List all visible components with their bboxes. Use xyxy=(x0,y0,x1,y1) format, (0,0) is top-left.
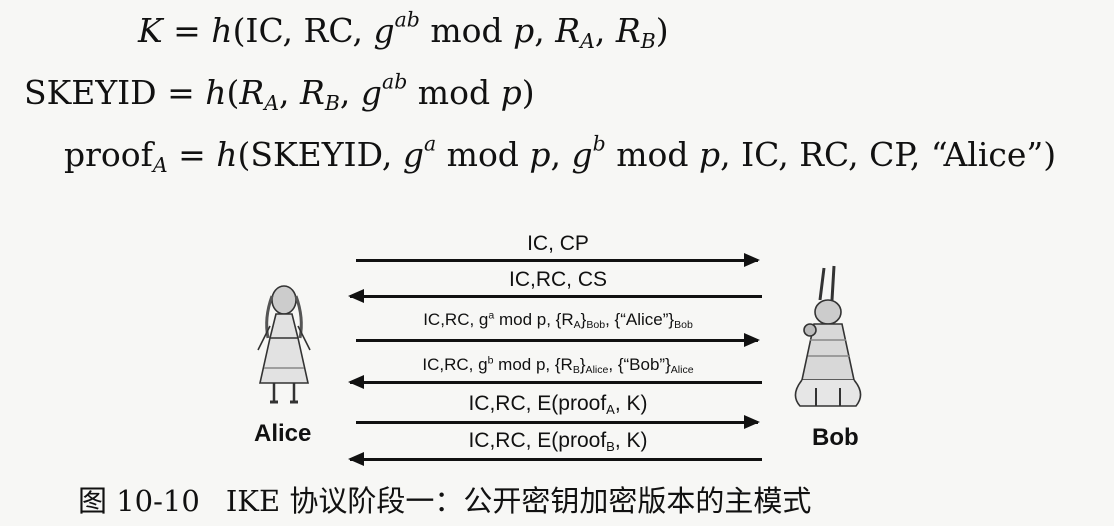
message-3-arrow xyxy=(356,333,760,347)
message-6-label: IC,RC, E(proofB, K) xyxy=(468,429,648,454)
message-1-arrow xyxy=(356,253,760,267)
message-5-arrow xyxy=(356,415,760,429)
message-2-arrow xyxy=(348,289,762,303)
message-3-label: IC,RC, ga mod p, {RA}Bob, {“Alice”}Bob xyxy=(423,309,693,332)
figure-caption: 图 10-10 IKE 协议阶段一：公开密钥加密版本的主模式 xyxy=(78,478,837,520)
caption-text: IKE 协议阶段一：公开密钥加密版本的主模式 xyxy=(225,484,812,518)
caption-number: 图 10-10 xyxy=(78,484,200,518)
alice-label: Alice xyxy=(254,420,312,447)
equation-skeyid: SKEYID = h(RA, RB, gab mod p) xyxy=(24,69,535,116)
equation-proof: proofA = h(SKEYID, ga mod p, gb mod p, I… xyxy=(64,131,1057,178)
message-2-label: IC,RC, CS xyxy=(508,268,607,291)
message-4-label: IC,RC, gb mod p, {RB}Alice, {“Bob”}Alice xyxy=(422,354,694,377)
equation-k: K = h(IC, RC, gab mod p, RA, RB) xyxy=(138,7,669,54)
message-5-label: IC,RC, E(proofA, K) xyxy=(468,392,648,417)
message-1-label: IC, CP xyxy=(527,232,589,255)
alice-illustration xyxy=(257,285,311,404)
bob-label: Bob xyxy=(812,424,859,451)
message-4-arrow xyxy=(348,375,762,389)
message-6-arrow xyxy=(348,452,762,466)
bob-illustration xyxy=(794,265,862,407)
